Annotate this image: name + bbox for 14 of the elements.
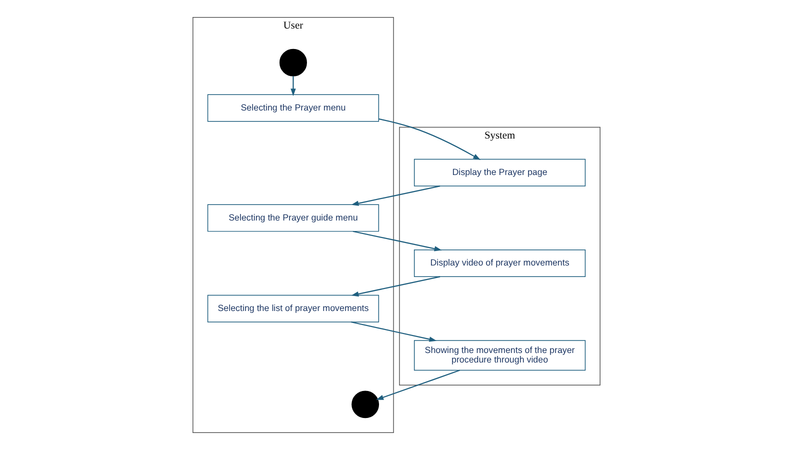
- node-box: Selecting the Prayer menu: [206, 94, 379, 122]
- node-box: Showing the movements of the prayer procedure through video: [413, 340, 586, 371]
- node-box: Display the Prayer page: [413, 158, 586, 186]
- arrow: [350, 186, 440, 206]
- arrow: [350, 321, 436, 342]
- node-circle: [351, 390, 379, 418]
- arrow: [352, 230, 442, 252]
- node-box: Display video of prayer movements: [413, 250, 586, 278]
- node-circle: [278, 48, 306, 76]
- node-box: Selecting the Prayer guide menu: [206, 204, 379, 232]
- node-box: Selecting the list of prayer movements: [206, 294, 379, 322]
- arrow: [378, 118, 480, 160]
- arrow: [290, 76, 296, 96]
- arrow: [350, 276, 440, 297]
